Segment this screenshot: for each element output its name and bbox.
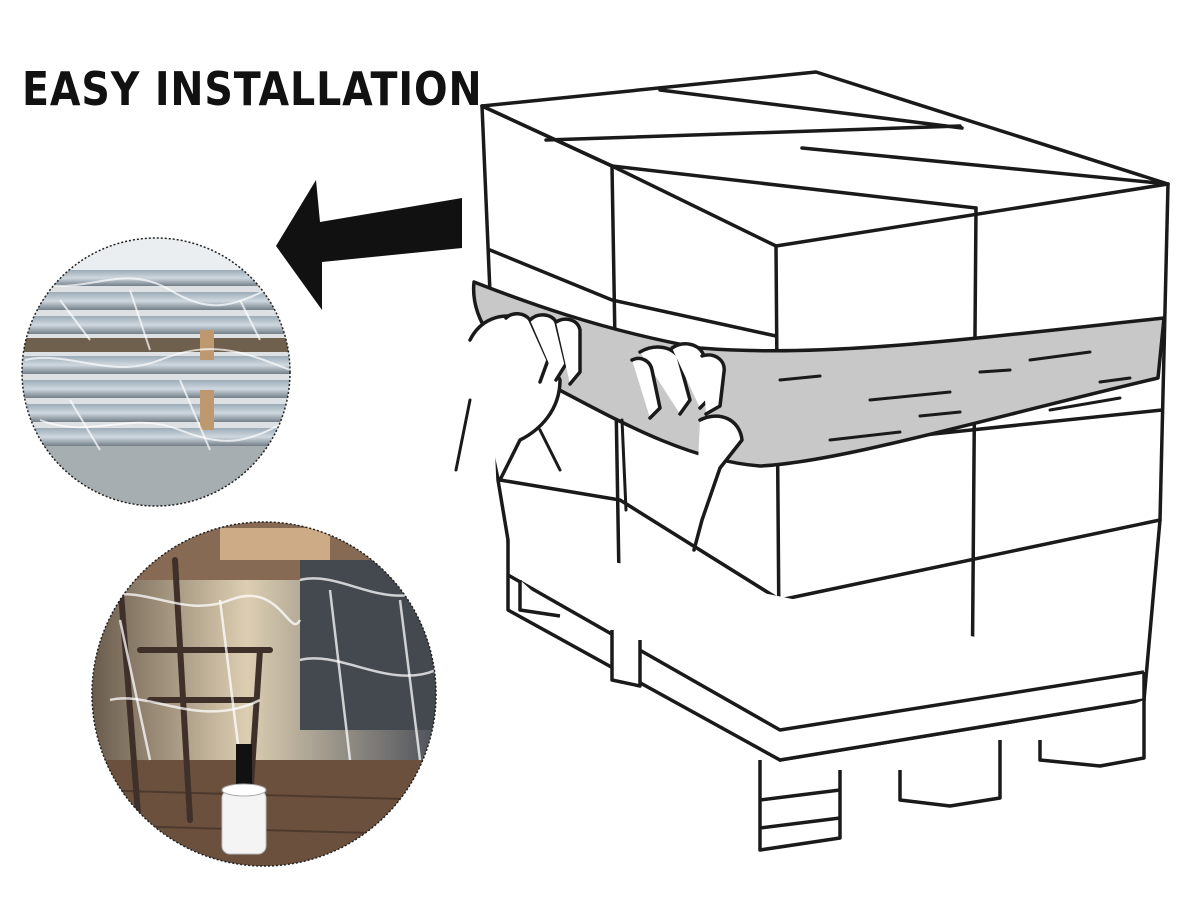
pallet-boxes-illustration [454,70,1170,852]
left-arrow-icon [276,180,462,310]
photo-wrapped-profiles [21,237,291,507]
page-title: EASY INSTALLATION [22,62,483,116]
photo-wrapped-furniture [91,521,437,867]
